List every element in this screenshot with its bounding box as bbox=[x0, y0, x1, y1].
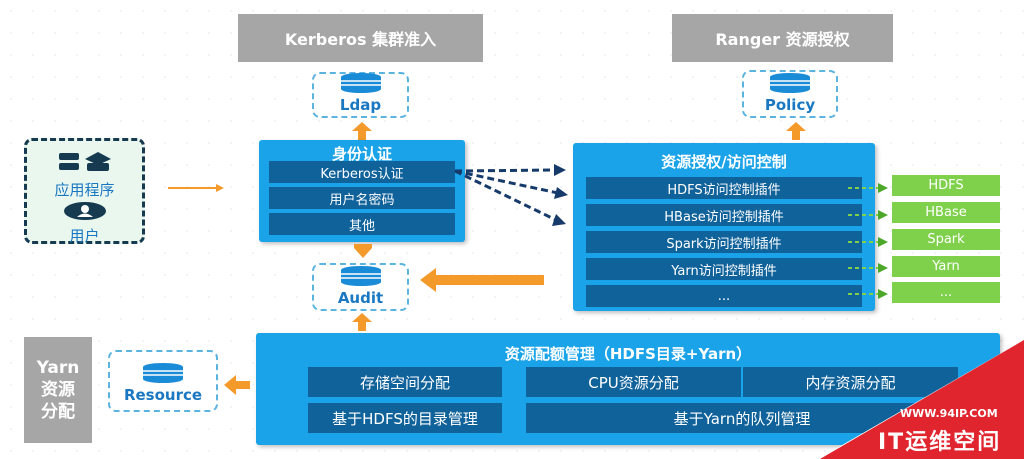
target-hdfs: HDFS bbox=[892, 175, 1000, 196]
watermark-red-triangle bbox=[820, 340, 1024, 459]
watermark-name: IT运维空间 bbox=[878, 430, 1002, 455]
database-icon bbox=[143, 363, 183, 383]
database-icon bbox=[340, 266, 381, 286]
watermark-url: WWW.94IP.COM bbox=[900, 407, 998, 420]
arrow-up-icon bbox=[352, 122, 372, 140]
arrow-right-icon bbox=[168, 184, 224, 192]
audit-db: Audit bbox=[312, 263, 409, 311]
audit-label: Audit bbox=[337, 289, 384, 307]
ldap-db: Ldap bbox=[312, 72, 409, 118]
arrow-left-icon bbox=[224, 375, 250, 395]
app-icon bbox=[59, 152, 111, 171]
user-label: 用户 bbox=[69, 227, 100, 245]
plugin-more: ... bbox=[586, 285, 862, 307]
identity-item-other: 其他 bbox=[269, 213, 455, 235]
resource-db: Resource bbox=[108, 350, 218, 412]
quota-title: 资源配额管理（HDFS目录+Yarn） bbox=[504, 345, 752, 363]
database-icon bbox=[770, 73, 810, 93]
target-hbase: HBase bbox=[892, 202, 1000, 223]
yarn-title-line-1: Yarn bbox=[36, 358, 80, 378]
authz-panel: 资源授权/访问控制 HDFS访问控制插件 HBase访问控制插件 Spark访问… bbox=[573, 143, 875, 311]
app-label: 应用程序 bbox=[54, 181, 115, 199]
yarn-title-line-3: 分配 bbox=[41, 402, 75, 422]
target-more: ... bbox=[892, 282, 1000, 303]
arrow-down-icon bbox=[354, 244, 372, 258]
target-spark: Spark bbox=[892, 229, 1000, 250]
authz-title: 资源授权/访问控制 bbox=[661, 153, 787, 171]
quota-storage: 存储空间分配 bbox=[308, 367, 502, 397]
ldap-label: Ldap bbox=[339, 96, 382, 114]
yarn-resource-box: Yarn 资源 分配 bbox=[24, 337, 92, 443]
policy-db: Policy bbox=[742, 70, 838, 118]
plugin-spark: Spark访问控制插件 bbox=[586, 231, 862, 253]
identity-title: 身份认证 bbox=[331, 145, 392, 163]
user-icon bbox=[64, 202, 106, 220]
yarn-title-line-2: 资源 bbox=[41, 380, 75, 400]
quota-hdfs-dir: 基于HDFS的目录管理 bbox=[308, 403, 502, 433]
identity-panel: 身份认证 Kerberos认证 用户名密码 其他 bbox=[259, 140, 465, 242]
kerberos-title: Kerberos 集群准入 bbox=[238, 14, 483, 62]
plugin-hdfs: HDFS访问控制插件 bbox=[586, 177, 862, 199]
arrow-up-icon bbox=[352, 313, 372, 331]
arrow-up-icon bbox=[786, 122, 806, 140]
arrow-left-icon bbox=[420, 268, 544, 292]
quota-panel: 资源配额管理（HDFS目录+Yarn） 存储空间分配 CPU资源分配 内存资源分… bbox=[256, 333, 1000, 445]
policy-label: Policy bbox=[764, 96, 816, 114]
client-box: 应用程序 用户 bbox=[24, 138, 145, 245]
ranger-title: Ranger 资源授权 bbox=[672, 14, 893, 62]
resource-label: Resource bbox=[123, 386, 203, 404]
identity-item-kerberos: Kerberos认证 bbox=[269, 161, 455, 183]
quota-memory: 内存资源分配 bbox=[743, 367, 958, 397]
plugin-yarn: Yarn访问控制插件 bbox=[586, 258, 862, 280]
target-yarn: Yarn bbox=[892, 256, 1000, 277]
plugin-hbase: HBase访问控制插件 bbox=[586, 204, 862, 226]
identity-item-password: 用户名密码 bbox=[269, 187, 455, 209]
quota-cpu: CPU资源分配 bbox=[526, 367, 741, 397]
database-icon bbox=[340, 73, 381, 93]
